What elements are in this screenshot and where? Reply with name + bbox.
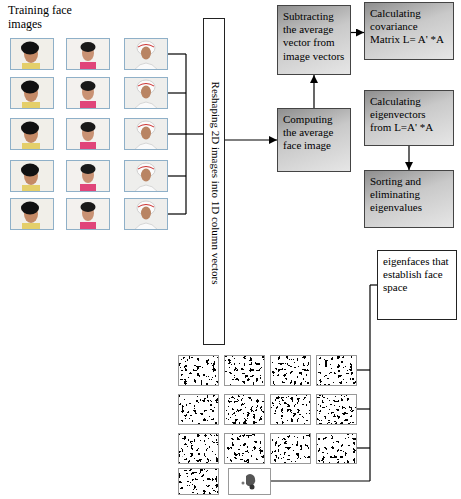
box-label: Calculating covariance Matrix L= A' *A: [370, 7, 449, 47]
photo-grid: [10, 38, 168, 230]
training-images-group: Training face images: [4, 2, 194, 234]
output-box: eigenfaces that establish face space: [377, 250, 457, 320]
flow-arrow: [408, 146, 409, 170]
box-label: eigenfaces that establish face space: [383, 255, 452, 295]
flow-arrow: [225, 139, 277, 140]
box-label: Reshaping 2D images into 1D column vecto…: [203, 19, 225, 346]
flow-arrow: [194, 133, 203, 134]
process-box: Calculating eigenvectors from L=A' *A: [364, 90, 454, 146]
box-label: Calculating eigenvectors from L=A' *A: [370, 95, 449, 135]
bracket-lines: [271, 285, 377, 481]
thumbnail-frames: [179, 356, 357, 495]
eigenface-images: [178, 355, 356, 494]
box-label: Subtracting the average vector from imag…: [283, 10, 346, 63]
vertical-process-box: Reshaping 2D images into 1D column vecto…: [203, 18, 225, 345]
group-heading: Training face images: [4, 2, 88, 32]
bracket-lines: [168, 54, 194, 214]
training-photos: [4, 2, 194, 234]
process-box: Calculating covariance Matrix L= A' *A: [364, 2, 454, 60]
box-label: Computing the average face image: [283, 113, 346, 153]
process-box: Sorting and eliminating eigenvalues: [364, 170, 454, 228]
flow-arrow: [351, 32, 364, 33]
process-box: Subtracting the average vector from imag…: [277, 5, 351, 75]
photo-frames: [11, 39, 168, 230]
flow-arrow: [313, 75, 314, 108]
process-box: Computing the average face image: [277, 108, 351, 172]
box-label: Sorting and eliminating eigenvalues: [370, 175, 449, 215]
